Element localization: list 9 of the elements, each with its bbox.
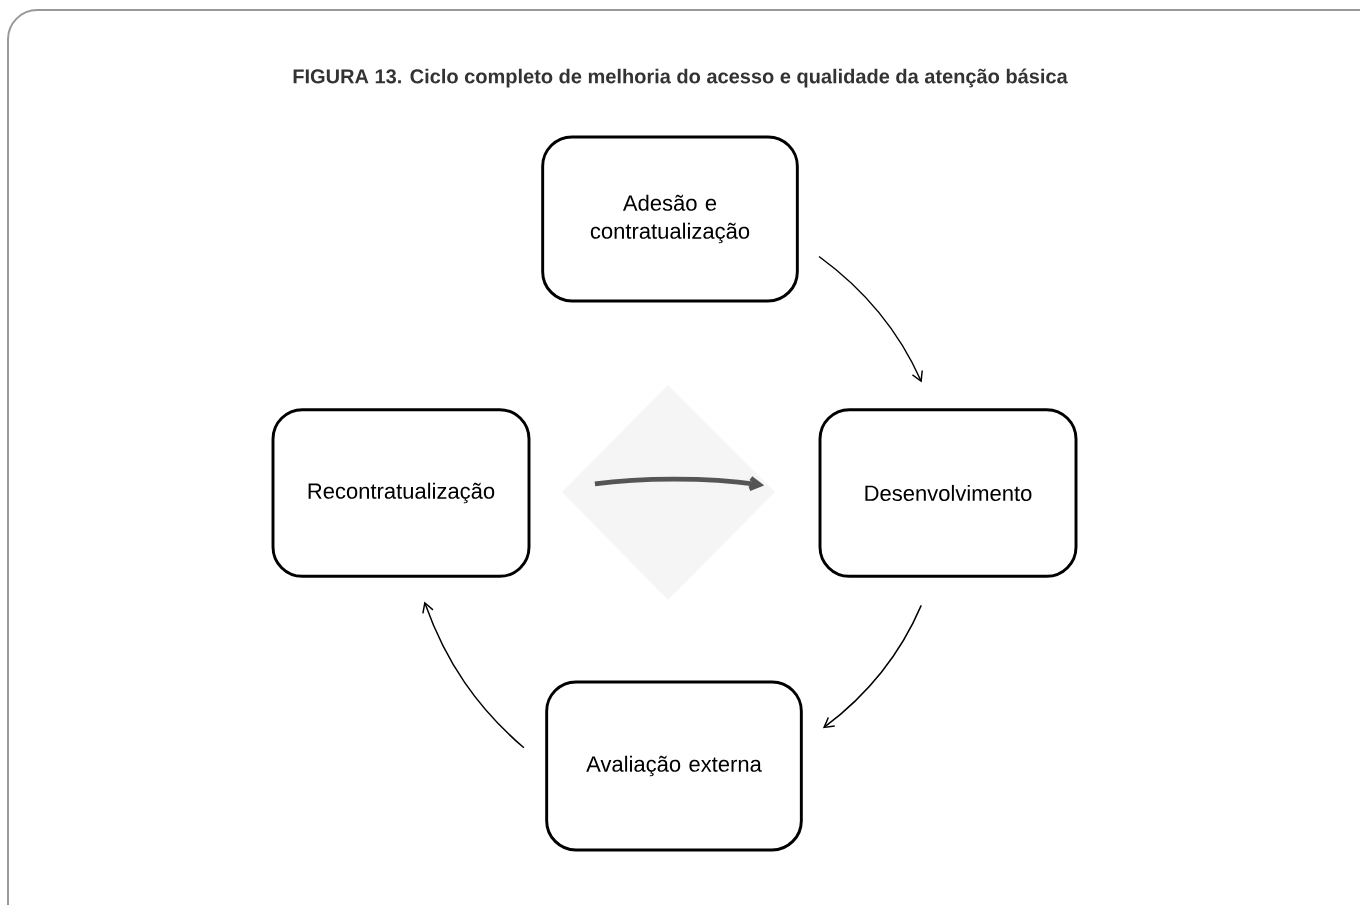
process-box: Desenvolvimento	[818, 408, 1078, 578]
arrow	[822, 604, 922, 729]
process-box: Recontratualização	[271, 408, 531, 578]
process-box: Avaliação externa	[545, 680, 803, 852]
arrow	[594, 476, 765, 491]
process-box: Adesão e contratualização	[541, 135, 799, 303]
arrow	[422, 601, 525, 749]
arrow	[818, 255, 923, 383]
title: FIGURA 13. Ciclo completo de melhoria do acesso e qualidade da atenção básica	[293, 68, 1068, 88]
